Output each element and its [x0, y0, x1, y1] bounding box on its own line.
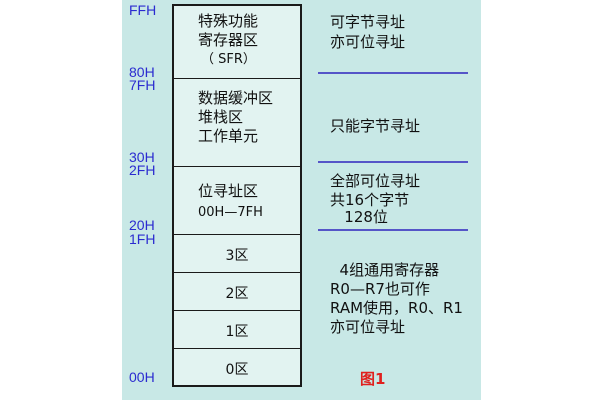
buffer-line-3: 工作单元 [198, 127, 259, 145]
address-ffh: FFH [129, 2, 157, 18]
divider-30h [318, 161, 468, 163]
bit-line-1: 位寻址区 [198, 182, 259, 200]
bank-note-4: 亦可位寻址 [330, 318, 406, 336]
bit-note-1: 全部可位寻址 [330, 172, 421, 190]
sfr-region: 特殊功能 寄存器区 （ SFR） [174, 6, 300, 79]
figure-caption: 图1 [360, 370, 386, 388]
bit-line-2: 00H—7FH [198, 205, 263, 220]
address-20h: 20H [129, 217, 155, 233]
divider-80h [318, 72, 468, 74]
data-buffer-region: 数据缓冲区 堆栈区 工作单元 [174, 79, 300, 167]
sfr-note-1: 可字节寻址 [330, 13, 406, 31]
bank-note-3: RAM使用，R0、R1 [330, 299, 463, 317]
register-bank-3: 3区 [174, 235, 300, 273]
sfr-line-1: 特殊功能 [198, 12, 259, 30]
bit-note-2: 共16个字节 [330, 191, 410, 209]
divider-20h [318, 229, 468, 231]
address-2fh: 2FH [129, 162, 156, 178]
address-80h: 80H [129, 64, 155, 80]
register-bank-1: 1区 [174, 311, 300, 349]
sfr-note-2: 亦可位寻址 [330, 33, 406, 51]
buffer-line-2: 堆栈区 [198, 108, 244, 126]
address-1fh: 1FH [129, 231, 156, 247]
bank-0-label: 0区 [225, 362, 249, 378]
bank-2-label: 2区 [225, 286, 249, 302]
address-00h: 00H [129, 369, 155, 385]
address-7fh: 7FH [129, 77, 156, 93]
sfr-line-2: 寄存器区 [198, 31, 259, 49]
buffer-note: 只能字节寻址 [330, 117, 421, 135]
sfr-line-3: （ SFR） [201, 52, 256, 67]
buffer-line-1: 数据缓冲区 [198, 89, 274, 107]
bit-note-3: 128位 [330, 208, 388, 226]
memory-map: 特殊功能 寄存器区 （ SFR） 数据缓冲区 堆栈区 工作单元 位寻址区 00H… [172, 4, 302, 387]
bank-1-label: 1区 [225, 324, 249, 340]
register-bank-2: 2区 [174, 273, 300, 311]
bit-address-region: 位寻址区 00H—7FH [174, 167, 300, 235]
bank-3-label: 3区 [225, 248, 249, 264]
register-bank-0: 0区 [174, 349, 300, 385]
address-30h: 30H [129, 149, 155, 165]
bank-note-2: R0—R7也可作 [330, 280, 430, 298]
bank-note-1: 4组通用寄存器 [330, 261, 440, 279]
